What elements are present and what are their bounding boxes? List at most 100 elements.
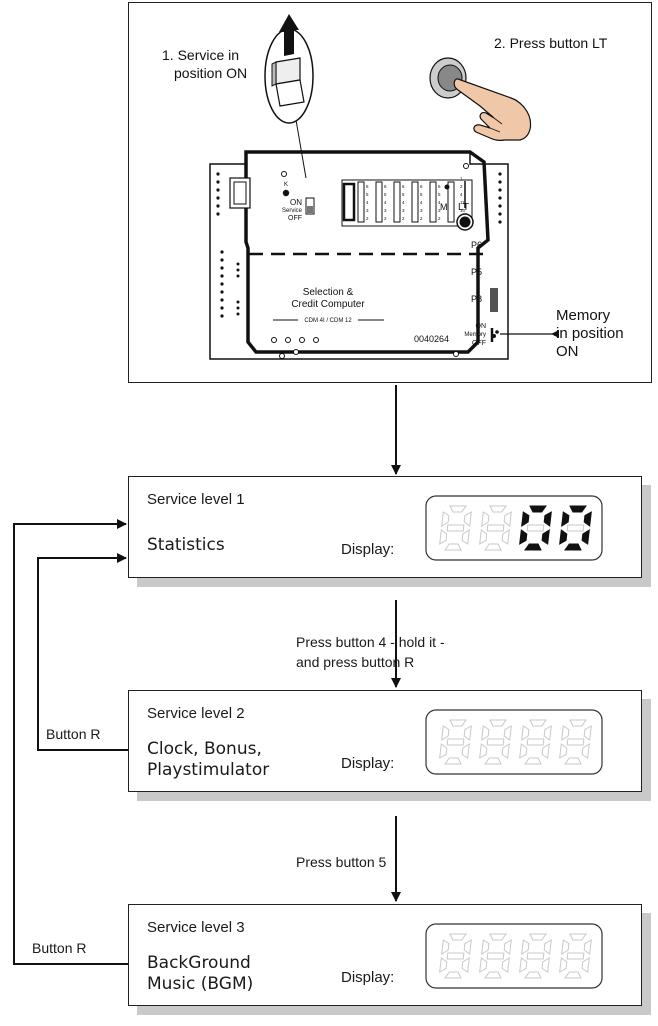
display-segment-lit [521,511,530,527]
svg-text:3: 3 [420,208,423,213]
display-segment-unlit [484,757,502,765]
service-level-1-title: Service level 1 [147,491,245,508]
display-segment-unlit [566,952,585,960]
display-segment-lit [541,529,550,545]
svg-text:Selection &: Selection & [303,287,354,298]
instruction-to-level-3: Press button 5 [296,854,387,870]
display-segment-unlit [529,933,547,941]
svg-text:3: 3 [384,208,387,213]
display-segment-unlit [519,957,528,973]
display-segment-lit [519,529,528,545]
display-segment-unlit [439,957,448,973]
display-segment-unlit [501,743,510,759]
display-segment-unlit [559,957,568,973]
display-segment-unlit [541,957,550,973]
display-segment-unlit [501,529,510,545]
service-level-3-box: Service level 3 BackGround Music (BGM) D… [128,904,642,1006]
svg-text:ON: ON [556,343,579,360]
svg-text:CDM 4I / CDM 12: CDM 4I / CDM 12 [304,318,352,324]
svg-text:P8: P8 [471,294,482,304]
display-segment-unlit [444,543,462,551]
instruction-to-level-2-line1: Press button 4 - hold it - [296,634,445,650]
display-segment-unlit [583,725,592,741]
service-level-3-display-label: Display: [341,969,395,986]
display-segment-unlit [501,957,510,973]
service-level-1-description: Statistics [147,535,225,555]
display-segment-unlit [569,933,587,941]
display-segment-unlit [543,939,552,955]
display-segment-lit [569,505,587,513]
svg-text:P6: P6 [471,240,482,250]
svg-text:11: 11 [460,200,465,205]
display-segment-unlit [481,939,490,955]
svg-text:0040264: 0040264 [414,334,449,344]
display-segment-unlit [581,743,590,759]
svg-text:5: 5 [384,192,387,197]
display-segment-unlit [526,952,545,960]
service-level-1-display-label: Display: [341,541,395,558]
display-segment-unlit [463,511,472,527]
display-segment-unlit [461,957,470,973]
service-level-1-box: Service level 1 Statistics Display: [128,476,642,578]
service-level-2-display-label: Display: [341,755,395,772]
display-segment-unlit [461,529,470,545]
display-segment-unlit [449,505,467,513]
svg-text:1. Service in: 1. Service in [162,47,239,63]
svg-text:4: 4 [420,200,423,205]
display-segment-unlit [583,939,592,955]
display-segment-unlit [441,939,450,955]
svg-text:1: 1 [460,176,463,181]
service-switch-magnifier [264,14,314,179]
display-segment-unlit [561,939,570,955]
display-segment-unlit [521,725,530,741]
display-segment-lit [561,511,570,527]
display-segment-unlit [566,738,585,746]
display-segment-lit [559,529,568,545]
svg-text:4: 4 [438,200,441,205]
display-segment-unlit [461,743,470,759]
display-segment-unlit [486,738,505,746]
display-segment-unlit [446,524,465,532]
display-segment-unlit [489,505,507,513]
instruction-to-level-2-line2: and press button R [296,654,415,670]
svg-text:6: 6 [402,184,405,189]
svg-text:4: 4 [366,200,369,205]
display-segment-unlit [569,719,587,727]
display-digits [439,505,592,551]
display-segment-unlit [564,757,582,765]
svg-text:5: 5 [402,192,405,197]
svg-text:Memory: Memory [556,307,611,324]
svg-text:3: 3 [402,208,405,213]
display-segment-unlit [439,743,448,759]
display-segment-unlit [489,719,507,727]
display-segment-unlit [524,971,542,979]
svg-text:LT: LT [458,202,469,213]
display-segment-unlit [463,939,472,955]
svg-text:2: 2 [460,184,463,189]
display-segment-unlit [489,933,507,941]
display-segment-unlit [543,725,552,741]
display-segment-unlit [526,524,545,532]
svg-text:2: 2 [420,216,423,221]
display-digits [439,933,592,979]
display-segment-unlit [449,933,467,941]
display-segment-unlit [484,971,502,979]
arrow-level3-back [13,519,128,965]
service-level-2-display [425,709,603,775]
display-digits [439,719,592,765]
display-segment-unlit [446,738,465,746]
button-r-label-level-2: Button R [46,726,101,742]
svg-text:Credit Computer: Credit Computer [291,299,365,310]
display-segment-unlit [541,743,550,759]
display-segment-unlit [564,971,582,979]
display-segment-unlit [486,524,505,532]
svg-text:3: 3 [366,208,369,213]
svg-text:OFF: OFF [472,340,486,347]
svg-text:2: 2 [366,216,369,221]
svg-text:5: 5 [366,192,369,197]
svg-text:6: 6 [384,184,387,189]
display-segment-unlit [439,529,448,545]
svg-text:6: 6 [420,184,423,189]
